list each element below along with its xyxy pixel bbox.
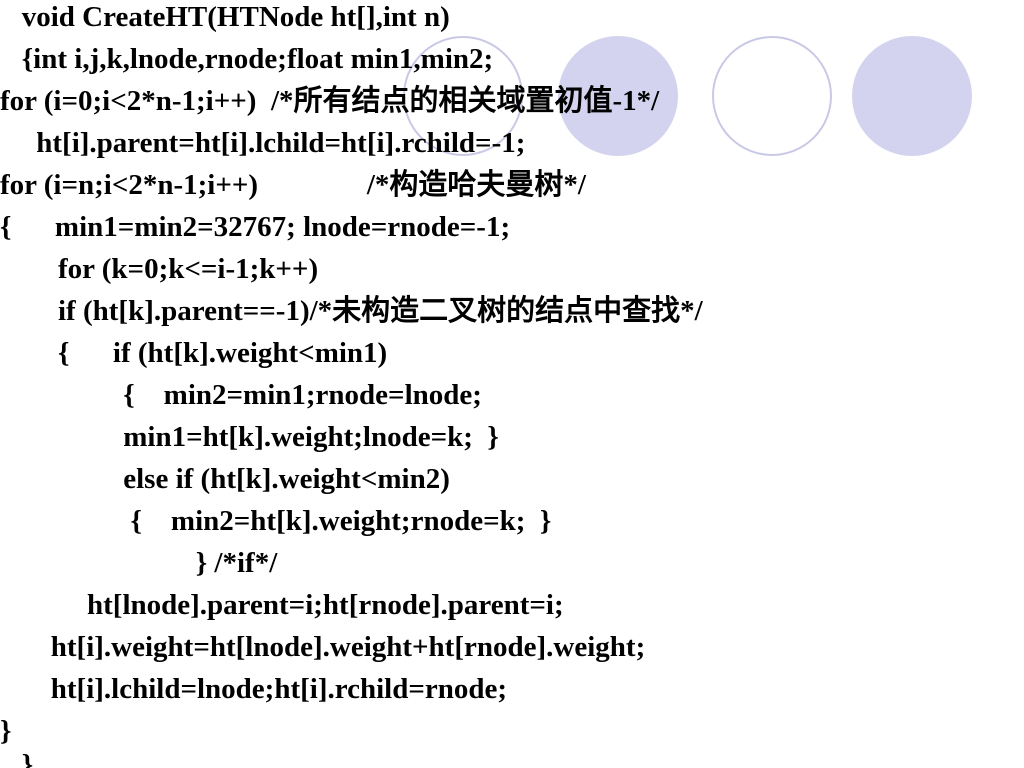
code-line: else if (ht[k].weight<min2) <box>0 463 450 495</box>
code-line: ht[i].weight=ht[lnode].weight+ht[rnode].… <box>0 631 646 663</box>
code-line: { min2=min1;rnode=lnode; <box>0 379 482 411</box>
code-line: min1=ht[k].weight;lnode=k; } <box>0 421 499 453</box>
decorative-circle-filled <box>558 36 678 156</box>
code-line: for (i=0;i<2*n-1;i++) /*所有结点的相关域置初值-1*/ <box>0 85 660 117</box>
code-line: for (k=0;k<=i-1;k++) <box>0 253 319 285</box>
code-line: { min1=min2=32767; lnode=rnode=-1; <box>0 211 511 243</box>
code-line: { if (ht[k].weight<min1) <box>0 337 388 369</box>
code-line: ht[i].lchild=lnode;ht[i].rchild=rnode; <box>0 673 508 705</box>
code-line: for (i=n;i<2*n-1;i++) /*构造哈夫曼树*/ <box>0 169 586 201</box>
code-line: } <box>0 715 12 747</box>
code-line: } /*if*/ <box>0 547 278 579</box>
code-line: { min2=ht[k].weight;rnode=k; } <box>0 505 552 537</box>
code-line: ht[lnode].parent=i;ht[rnode].parent=i; <box>0 589 564 621</box>
decorative-circle-filled <box>852 36 972 156</box>
code-line: if (ht[k].parent==-1)/*未构造二叉树的结点中查找*/ <box>0 295 703 327</box>
code-line: {int i,j,k,lnode,rnode;float min1,min2; <box>0 43 494 75</box>
code-line: ht[i].parent=ht[i].lchild=ht[i].rchild=-… <box>0 127 526 159</box>
decorative-circle-outline <box>712 36 832 156</box>
code-line: } <box>0 749 34 768</box>
decorative-circle-outline <box>403 36 523 156</box>
code-line: void CreateHT(HTNode ht[],int n) <box>0 1 450 33</box>
